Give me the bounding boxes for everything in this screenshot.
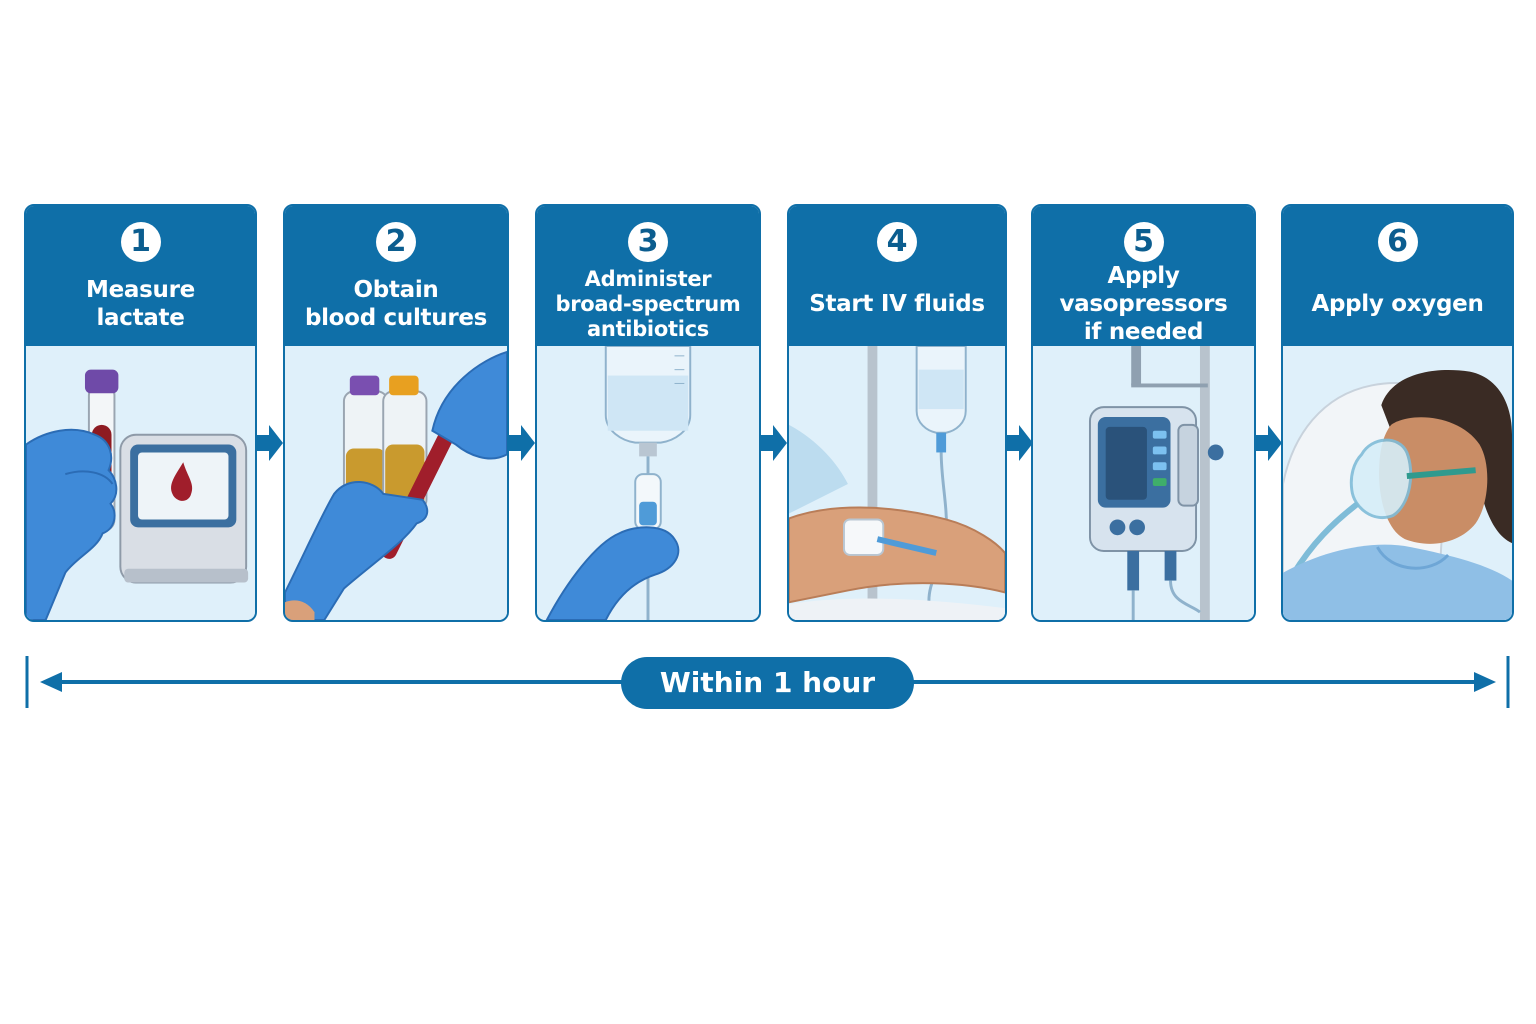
step-number-4: 4 bbox=[877, 222, 917, 262]
step-card-1: 1 Measure lactate bbox=[24, 204, 257, 622]
step-card-6: 6 Apply oxygen bbox=[1281, 204, 1514, 622]
arrow-right-icon bbox=[1256, 425, 1282, 461]
infusion-pump-icon bbox=[1033, 346, 1254, 620]
step-number-6: 6 bbox=[1377, 222, 1418, 262]
step-header-1: 1 Measure lactate bbox=[26, 206, 255, 346]
step-header-2: 2 Obtain blood cultures bbox=[285, 206, 507, 346]
step-title-1: Measure lactate bbox=[86, 277, 195, 331]
iv-bag-icon bbox=[537, 346, 759, 620]
step-title-6: Apply oxygen bbox=[1311, 291, 1484, 317]
step-header-4: 4 Start IV fluids bbox=[789, 206, 1005, 346]
step-card-2: 2 Obtain blood cultures bbox=[283, 204, 509, 622]
lactate-analyzer-icon bbox=[26, 346, 255, 620]
iv-fluids-arm-icon bbox=[789, 346, 1005, 620]
step-card-4: 4 Start IV fluids bbox=[787, 204, 1007, 622]
step-number-2: 2 bbox=[376, 222, 416, 262]
step-number-3: 3 bbox=[628, 222, 668, 262]
step-title-4: Start IV fluids bbox=[809, 291, 985, 317]
step-header-5: 5 Apply vasopressors if needed bbox=[1033, 206, 1254, 346]
step-title-3: Administer broad-spectrum antibiotics bbox=[555, 266, 741, 341]
step-header-6: 6 Apply oxygen bbox=[1283, 206, 1512, 346]
arrow-right-icon bbox=[761, 425, 787, 461]
step-card-5: 5 Apply vasopressors if needed bbox=[1031, 204, 1256, 622]
blood-culture-bottles-icon bbox=[285, 346, 507, 620]
step-number-1: 1 bbox=[120, 222, 161, 262]
oxygen-mask-icon bbox=[1283, 346, 1512, 620]
step-card-3: 3 Administer broad-spectrum antibiotics bbox=[535, 204, 761, 622]
step-title-2: Obtain blood cultures bbox=[304, 277, 488, 331]
step-title-5: Apply vasopressors if needed bbox=[1059, 263, 1228, 345]
step-header-3: 3 Administer broad-spectrum antibiotics bbox=[537, 206, 759, 346]
timeline-label: Within 1 hour bbox=[621, 657, 914, 709]
arrow-right-icon bbox=[509, 425, 535, 461]
arrow-right-icon bbox=[1007, 425, 1033, 461]
arrow-right-icon bbox=[257, 425, 283, 461]
step-number-5: 5 bbox=[1123, 222, 1164, 262]
